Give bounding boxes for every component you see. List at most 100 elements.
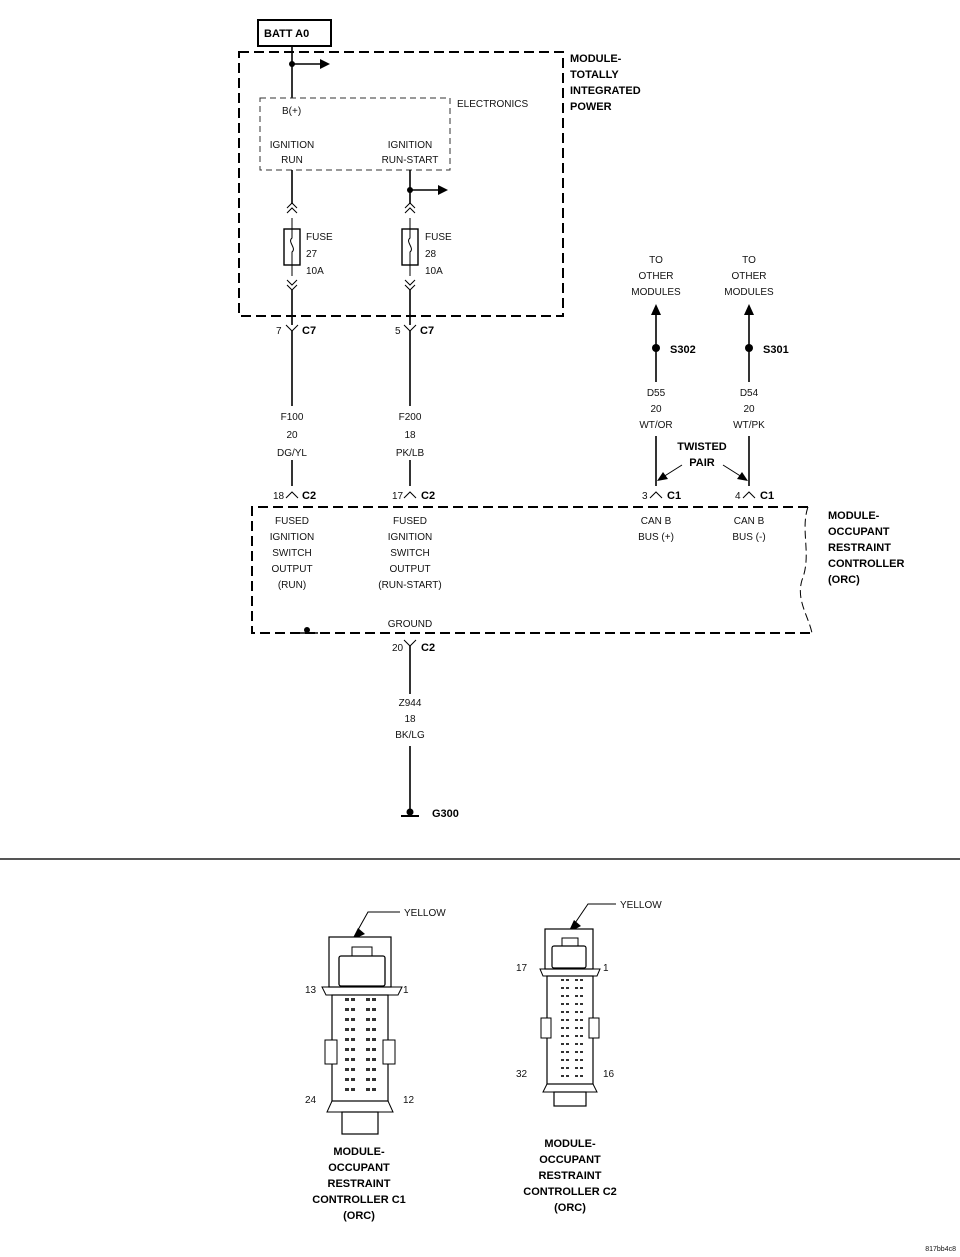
svg-text:18: 18: [273, 491, 285, 502]
svg-text:BUS (+): BUS (+): [638, 532, 674, 543]
figure-code: 817bb4c8: [925, 1246, 956, 1253]
connector-c7-pin5-icon: [403, 324, 417, 332]
svg-text:CAN B: CAN B: [641, 516, 672, 527]
up-arrow-icon: [651, 304, 661, 315]
tipm-module-outline: [238, 51, 564, 317]
feed-arrow-icon: [320, 59, 330, 69]
wire-z944-label: Z944 18 BK/LG: [394, 694, 426, 746]
connector-c2-pin17-icon: [403, 491, 417, 499]
svg-text:BUS (-): BUS (-): [732, 532, 765, 543]
connector-c1-pin3-icon: [649, 491, 663, 499]
batt-label: BATT A0: [264, 28, 309, 40]
case-ground-icon: [296, 627, 318, 634]
svg-text:DG/YL: DG/YL: [277, 448, 307, 459]
twisted-pair-label: TWISTED PAIR: [677, 441, 727, 469]
svg-text:INTEGRATED: INTEGRATED: [570, 85, 641, 97]
pin18-description: FUSED IGNITION SWITCH OUTPUT (RUN): [270, 516, 314, 591]
connector-c1-color: YELLOW: [404, 908, 446, 919]
ignition-runstart-label: IGNITION: [388, 140, 432, 151]
connector-c2-drawing: YELLOW 17 1 32 16 MODULE- OC: [516, 900, 662, 1214]
svg-text:(RUN-START): (RUN-START): [378, 580, 442, 591]
svg-text:27: 27: [306, 249, 318, 260]
svg-text:OUTPUT: OUTPUT: [271, 564, 312, 575]
svg-text:MODULE-: MODULE-: [333, 1146, 385, 1158]
svg-text:POWER: POWER: [570, 101, 612, 113]
svg-text:16: 16: [603, 1069, 615, 1080]
svg-text:(ORC): (ORC): [828, 574, 860, 586]
svg-text:MODULE-: MODULE-: [828, 510, 880, 522]
svg-text:TWISTED: TWISTED: [677, 441, 727, 453]
svg-text:MODULE-: MODULE-: [570, 53, 622, 65]
svg-text:17: 17: [516, 963, 528, 974]
can-b-plus-description: CAN B BUS (+): [638, 516, 674, 543]
svg-text:SWITCH: SWITCH: [390, 548, 429, 559]
to-other-modules-1: TO OTHER MODULES: [631, 255, 681, 298]
svg-text:WT/PK: WT/PK: [733, 420, 765, 431]
svg-text:18: 18: [404, 714, 416, 725]
connector-c1-drawing: YELLOW 13 1 24 12 MODULE- OCCUPANT RESTR…: [305, 908, 446, 1222]
connector-c1-label: C1: [667, 490, 681, 502]
connector-c2-label: C2: [302, 490, 316, 502]
orc-label: MODULE- OCCUPANT RESTRAINT CONTROLLER (O…: [828, 510, 904, 586]
svg-text:D54: D54: [740, 388, 759, 399]
svg-text:RUN-START: RUN-START: [382, 155, 439, 166]
connector-c7-pin7-icon: [285, 324, 299, 332]
electronics-outline: [259, 97, 451, 171]
svg-text:28: 28: [425, 249, 437, 260]
splice-s301-icon: [745, 344, 753, 352]
svg-text:CONTROLLER C2: CONTROLLER C2: [523, 1186, 617, 1198]
ground-label: GROUND: [388, 619, 432, 630]
svg-text:F100: F100: [281, 412, 304, 423]
connector-c2-pin18-icon: [285, 491, 299, 499]
batt-a0-box: BATT A0: [257, 19, 332, 47]
ground-g300-label: G300: [432, 808, 459, 820]
twisted-pair-arrow-icon: [737, 472, 748, 481]
svg-text:MODULE-: MODULE-: [544, 1138, 596, 1150]
svg-text:(RUN): (RUN): [278, 580, 306, 591]
svg-text:OTHER: OTHER: [639, 271, 674, 282]
up-arrow-icon: [744, 304, 754, 315]
svg-text:32: 32: [516, 1069, 528, 1080]
to-other-modules-2: TO OTHER MODULES: [724, 255, 774, 298]
svg-text:13: 13: [305, 985, 317, 996]
svg-text:TO: TO: [649, 255, 663, 266]
svg-text:10A: 10A: [306, 266, 324, 277]
svg-text:RESTRAINT: RESTRAINT: [328, 1178, 391, 1190]
svg-text:F200: F200: [399, 412, 422, 423]
svg-text:(ORC): (ORC): [343, 1210, 375, 1222]
svg-text:FUSED: FUSED: [275, 516, 309, 527]
fuse-28-label: FUSE: [425, 232, 452, 243]
svg-text:20: 20: [743, 404, 755, 415]
svg-text:20: 20: [286, 430, 298, 441]
svg-text:C7: C7: [420, 325, 434, 337]
svg-text:SWITCH: SWITCH: [272, 548, 311, 559]
svg-text:RESTRAINT: RESTRAINT: [828, 542, 891, 554]
svg-text:OUTPUT: OUTPUT: [389, 564, 430, 575]
twisted-pair-arrow-icon: [657, 472, 668, 481]
svg-text:OCCUPANT: OCCUPANT: [828, 526, 890, 538]
svg-text:3: 3: [642, 491, 648, 502]
svg-text:MODULES: MODULES: [724, 287, 774, 298]
wire-d54-label: D54 20 WT/PK: [731, 382, 767, 436]
ignition-run-label: IGNITION: [270, 140, 314, 151]
splice-s302-label: S302: [670, 344, 696, 356]
svg-text:PAIR: PAIR: [689, 457, 715, 469]
svg-text:CONTROLLER: CONTROLLER: [828, 558, 904, 570]
tipm-label: MODULE- TOTALLY INTEGRATED POWER: [570, 53, 641, 113]
orc-module-outline: [251, 506, 812, 634]
connector-c2-color: YELLOW: [620, 900, 662, 911]
electronics-label: ELECTRONICS: [457, 99, 528, 110]
svg-text:OTHER: OTHER: [732, 271, 767, 282]
connector-c1-pin4-icon: [742, 491, 756, 499]
pin17-description: FUSED IGNITION SWITCH OUTPUT (RUN-START): [378, 516, 442, 591]
can-b-minus-description: CAN B BUS (-): [732, 516, 765, 543]
wire-f200-label: F200 18 PK/LB: [395, 406, 425, 460]
svg-text:1: 1: [403, 985, 409, 996]
svg-text:BK/LG: BK/LG: [395, 730, 425, 741]
bplus-label: B(+): [282, 106, 301, 117]
svg-text:C2: C2: [421, 490, 435, 502]
svg-text:IGNITION: IGNITION: [388, 532, 432, 543]
splice-s302-icon: [652, 344, 660, 352]
svg-text:5: 5: [395, 326, 401, 337]
